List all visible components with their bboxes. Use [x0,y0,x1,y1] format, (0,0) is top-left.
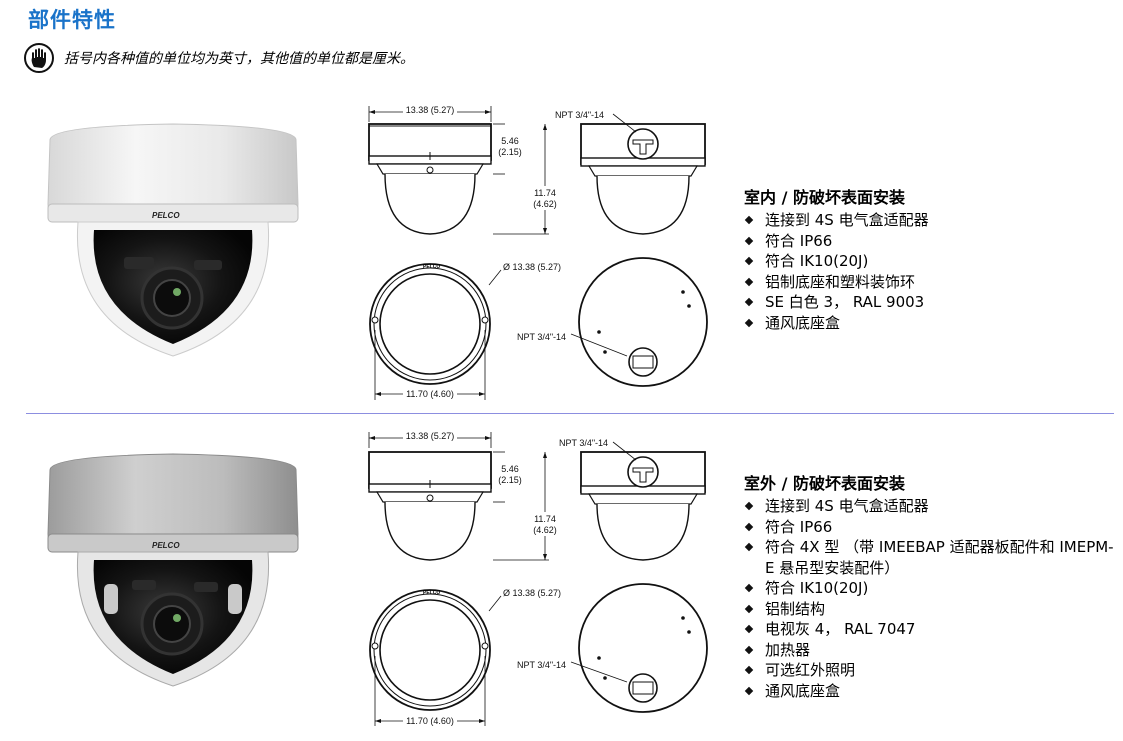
camera-brand-label: PELCO [152,541,180,550]
feature-item: 连接到 4S 电气盒适配器 [744,496,1114,517]
spec-list-outdoor: 室外 / 防破坏表面安装 连接到 4S 电气盒适配器 符合 IP66 符合 4X… [744,470,1114,701]
hand-stop-icon [24,43,54,73]
conduit-label-top: NPT 3/4"-14 [559,438,608,448]
feature-item: 符合 IP66 [744,231,1114,252]
feature-item: 连接到 4S 电气盒适配器 [744,210,1114,231]
feature-item: 铝制结构 [744,599,1114,620]
feature-item: SE 白色 3， RAL 9003 [744,292,1114,313]
feature-item: 可选红外照明 [744,660,1114,681]
feature-item: 通风底座盒 [744,313,1114,334]
feature-item: 通风底座盒 [744,681,1114,702]
spec-title: 室内 / 防破坏表面安装 [744,188,905,207]
camera-photo-white: PELCO [47,123,299,357]
dim-diameter: Ø 13.38 (5.27) [503,588,561,598]
dim-base-height: 5.46 [501,464,519,474]
conduit-label-bottom: NPT 3/4"-14 [517,660,566,670]
ring-brand-label: PELCO [423,590,440,596]
dim-bottom-width: 11.70 (4.60) [406,716,454,726]
dim-base-height: 5.46 [501,136,519,146]
conduit-label-top: NPT 3/4"-14 [555,110,604,120]
feature-item: 加热器 [744,640,1114,661]
note-text: 括号内各种值的单位均为英寸，其他值的单位都是厘米。 [64,51,414,67]
camera-photo-gray: PELCO [47,453,299,687]
dim-width-top: 13.38 (5.27) [406,431,455,441]
feature-item: 符合 IK10(20J) [744,578,1114,599]
dimension-drawings-outdoor: 13.38 (5.27) 5.46 (2.15) 11.74 (4.62) NP… [368,430,708,727]
feature-item: 符合 IP66 [744,517,1114,538]
dim-total-height-in: (4.62) [533,199,557,209]
feature-item: 电视灰 4， RAL 7047 [744,619,1114,640]
spec-list-indoor: 室内 / 防破坏表面安装 连接到 4S 电气盒适配器 符合 IP66 符合 IK… [744,184,1114,333]
feature-item: 铝制底座和塑料装饰环 [744,272,1114,293]
dim-total-height: 11.74 [534,514,556,524]
dimension-drawings-indoor: 13.38 (5.27) 5.46 (2.15) 11.74 (4.62) NP… [368,104,708,400]
dim-total-height: 11.74 [534,188,556,198]
feature-item: 符合 IK10(20J) [744,251,1114,272]
dim-total-height-in: (4.62) [533,525,557,535]
ring-brand-label: PELCO [423,264,440,270]
note-row: 括号内各种值的单位均为英寸，其他值的单位都是厘米。 [24,42,414,74]
conduit-label-bottom: NPT 3/4"-14 [517,332,566,342]
dim-base-height-in: (2.15) [498,147,522,157]
feature-item: 符合 4X 型 （带 IMEEBAP 适配器板配件和 IMEPM-E 悬吊型安装… [744,537,1114,578]
dim-bottom-width: 11.70 (4.60) [406,389,454,399]
spec-title: 室外 / 防破坏表面安装 [744,474,905,493]
page-title: 部件特性 [28,8,116,32]
dim-base-height-in: (2.15) [498,475,522,485]
camera-brand-label: PELCO [152,211,180,220]
section-divider [26,413,1114,414]
dim-diameter: Ø 13.38 (5.27) [503,262,561,272]
dim-width-top: 13.38 (5.27) [406,105,455,115]
